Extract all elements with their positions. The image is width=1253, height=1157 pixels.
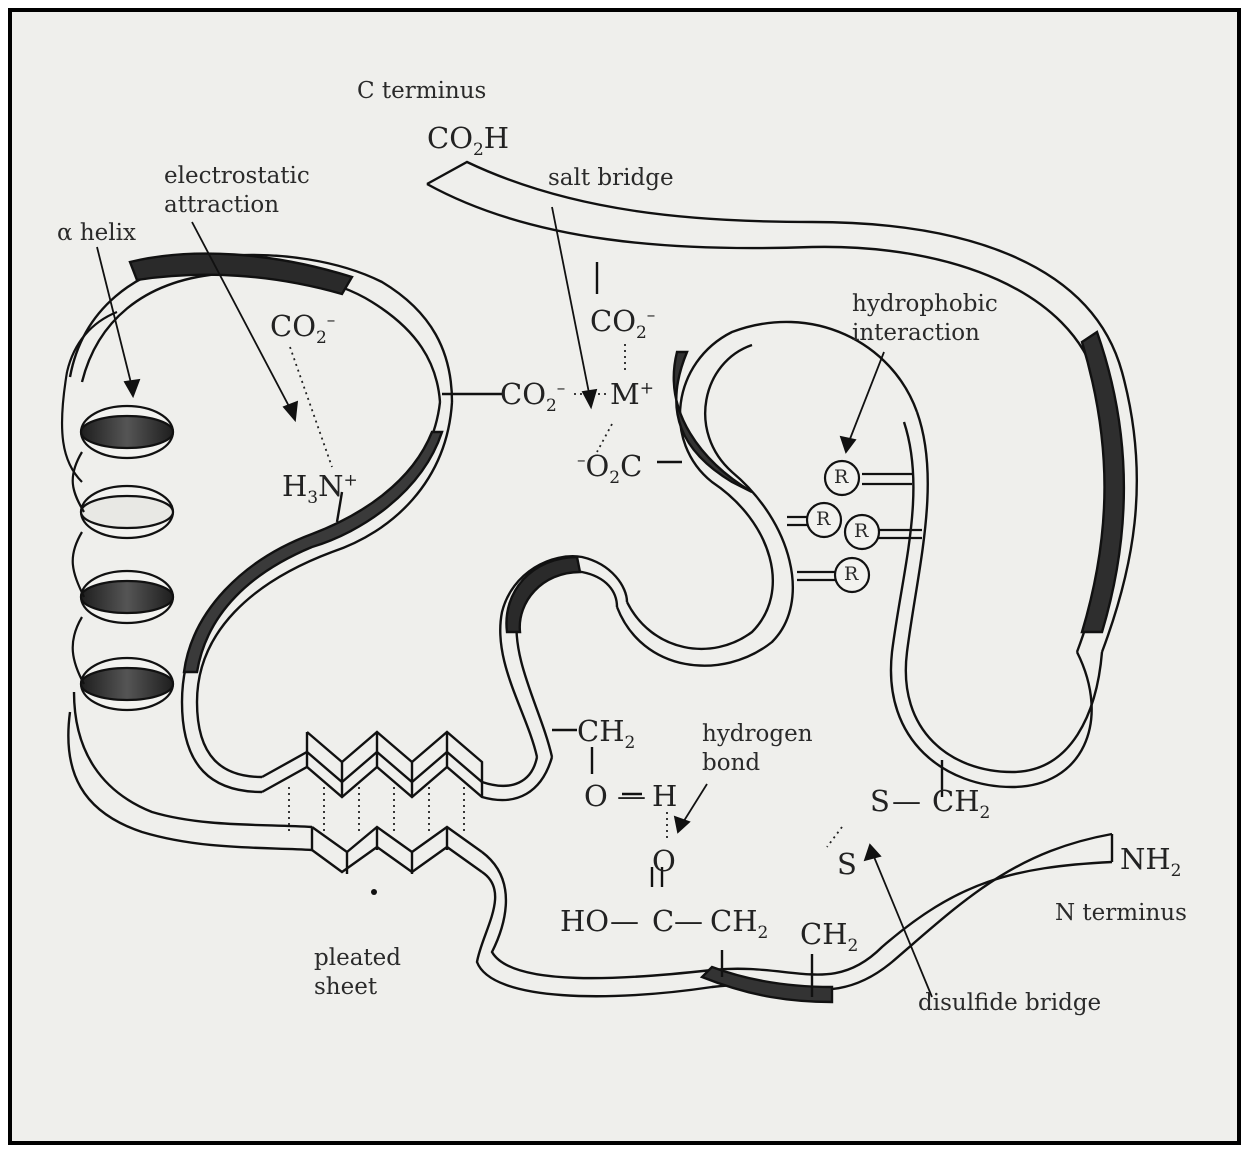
ch2-hydroxyl: CH2	[577, 717, 635, 752]
r-group-3: R	[854, 522, 868, 541]
ribbon-backbone	[68, 162, 1137, 1002]
ch2-disulfide-upper: CH2	[932, 787, 990, 822]
carboxylate-top: CO2–	[590, 307, 655, 342]
carboxylate-left: CO2–	[270, 312, 335, 347]
sulfur-upper: S	[870, 787, 890, 816]
r-group-1: R	[834, 468, 848, 487]
carboxylate-o2c: –O2C	[577, 452, 642, 487]
bond-ho-c: —	[610, 907, 639, 936]
ammonium-group: H3N+	[282, 472, 358, 507]
hydrogen-bond-label: hydrogen bond	[702, 720, 813, 778]
n-terminus-label: N terminus	[1055, 902, 1187, 925]
ch2-carboxyl: CH2	[710, 907, 768, 942]
carbonyl-carbon: C	[652, 907, 674, 936]
r-group-2: R	[816, 510, 830, 529]
bond-o-h: —	[617, 782, 646, 811]
bond-s-ch2: —	[892, 787, 921, 816]
hydroxyl-oxygen: O	[584, 782, 608, 811]
pleated-sheet-label: pleated sheet	[314, 944, 401, 1002]
bond-c-ch2: —	[674, 907, 703, 936]
alpha-helix-coils	[62, 312, 173, 710]
hydroxy-ho: HO	[560, 907, 609, 936]
figure-frame: C terminus electrostatic attraction α he…	[8, 8, 1241, 1145]
co2h-group: CO2H	[427, 124, 509, 159]
r-group-4: R	[844, 565, 858, 584]
salt-bridge-label: salt bridge	[548, 167, 674, 190]
nh2-group: NH2	[1120, 845, 1182, 880]
sheet-dot	[371, 889, 377, 895]
hydroxyl-hydrogen: H	[652, 782, 677, 811]
ch2-disulfide-lower: CH2	[800, 920, 858, 955]
carboxylate-salt-bridge: CO2–	[500, 380, 565, 415]
electrostatic-attraction-label: electrostatic attraction	[164, 162, 310, 220]
metal-cation: M+	[610, 380, 654, 409]
hydrophobic-interaction-label: hydrophobic interaction	[852, 290, 998, 348]
c-terminus-label: C terminus	[357, 80, 486, 103]
alpha-helix-label: α helix	[57, 222, 136, 245]
carbonyl-oxygen: O	[652, 847, 676, 876]
sulfur-lower: S	[837, 850, 857, 879]
disulfide-bridge-label: disulfide bridge	[918, 992, 1101, 1015]
